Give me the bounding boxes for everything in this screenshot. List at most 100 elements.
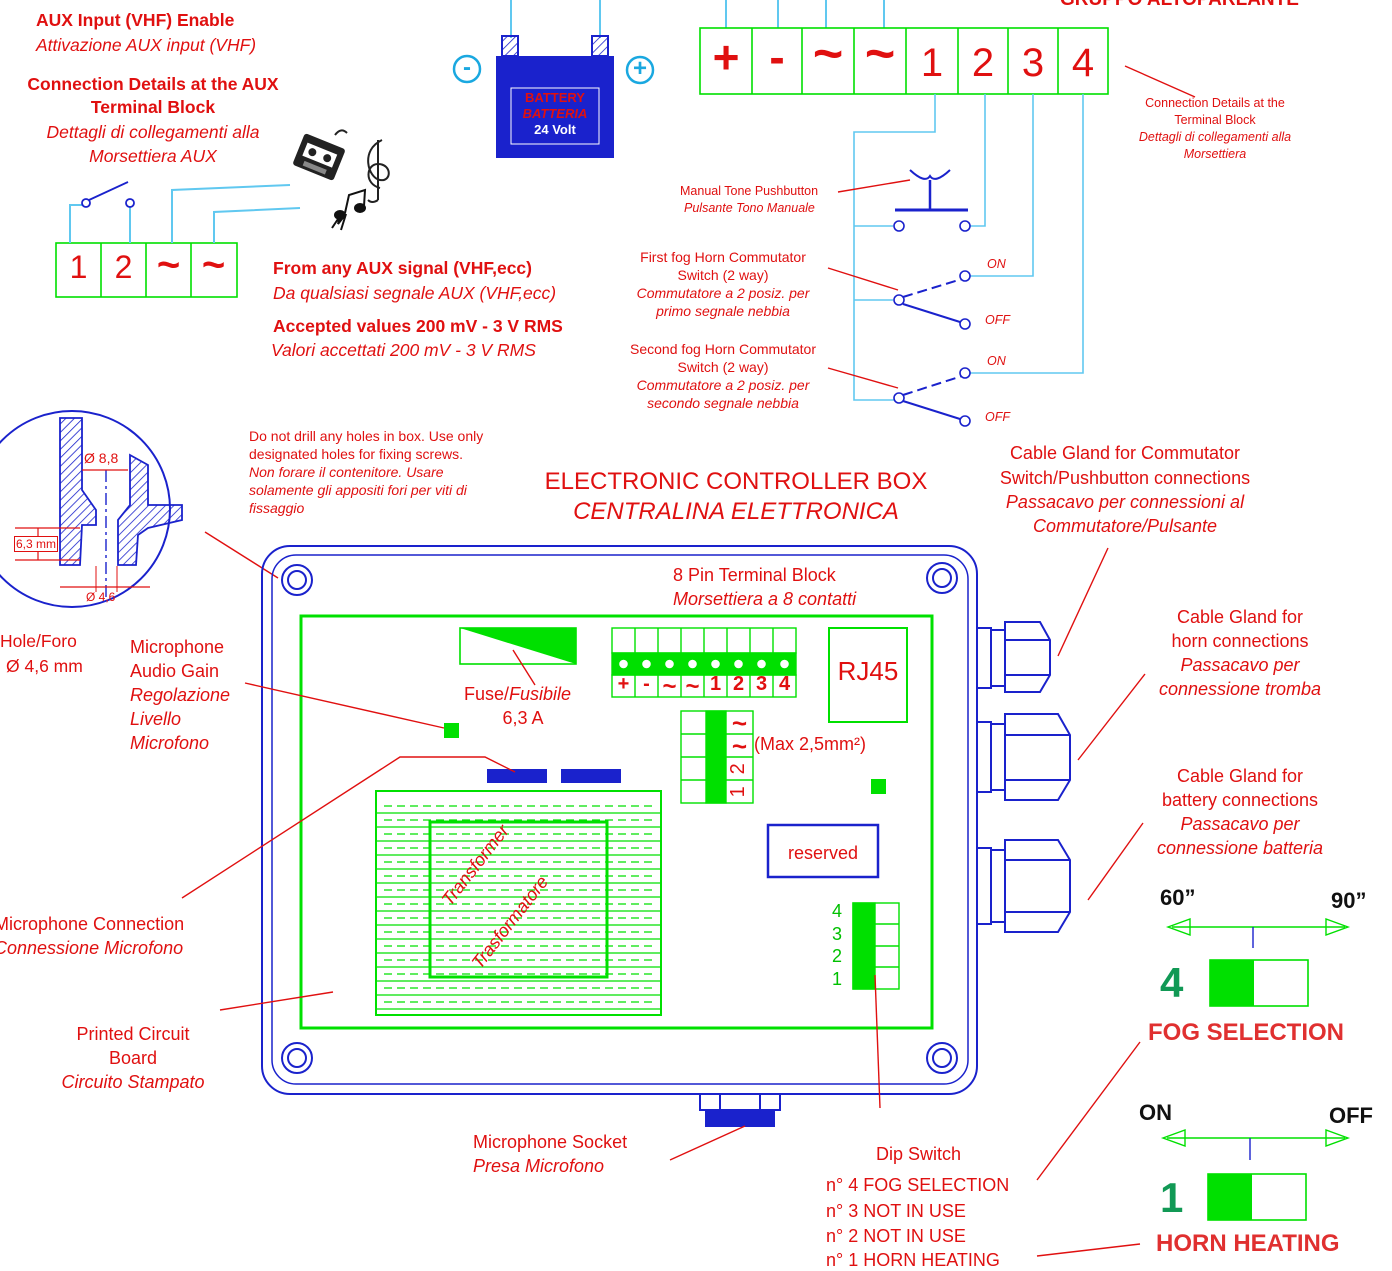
aux-details-title-1: Connection Details at the AUX bbox=[27, 74, 279, 94]
gland-commutator-1: Cable Gland for Commutator bbox=[1009, 443, 1241, 463]
first-commutator-1: First fog Horn Commutator bbox=[640, 249, 806, 265]
controller-box-enclosure bbox=[261, 545, 978, 1095]
commutator-1-on: ON bbox=[987, 257, 1006, 271]
cable-gland-battery bbox=[976, 839, 1071, 933]
aux-terminal-4: ~ bbox=[201, 243, 226, 287]
pcb-terminal-label: ~ bbox=[685, 673, 700, 700]
box-subtitle: CENTRALINA ELETTRONICA bbox=[573, 498, 899, 525]
hole-size-label: Ø 4,6 mm bbox=[6, 656, 83, 676]
speaker-terminal-ac1: ~ bbox=[812, 25, 844, 83]
music-notes-icon bbox=[331, 188, 367, 231]
fog-right-label: 90” bbox=[1331, 888, 1367, 913]
aux-terminal-2: 2 bbox=[114, 249, 133, 285]
aux-details-subtitle-1: Dettagli di collegamenti alla bbox=[46, 122, 260, 142]
dip-list-3: n° 3 NOT IN USE bbox=[826, 1201, 966, 1221]
audio-device-icon bbox=[293, 129, 348, 181]
dip-list-1: n° 1 HORN HEATING bbox=[826, 1250, 1000, 1270]
box-title: ELECTRONIC CONTROLLER BOX bbox=[544, 468, 928, 495]
pcb-aux-terminal-1: 1 bbox=[727, 786, 750, 798]
commutator-2-off: OFF bbox=[985, 410, 1010, 424]
aux-terminal-1: 1 bbox=[69, 249, 88, 285]
gland-battery-3: Passacavo per bbox=[1180, 814, 1300, 834]
cable-gland-horn bbox=[976, 713, 1071, 801]
switch-leaders bbox=[827, 65, 1196, 389]
first-commutator-3: Commutatore a 2 posiz. per bbox=[636, 285, 810, 301]
aux-wires bbox=[69, 184, 301, 243]
battery-icon bbox=[452, 35, 655, 158]
speaker-terminal-plus: + bbox=[712, 31, 740, 83]
terminal-block-label-it: Morsettiera a 8 contatti bbox=[673, 589, 857, 609]
pcb-terminal-label: 3 bbox=[755, 673, 768, 695]
gland-commutator-2: Switch/Pushbutton connections bbox=[999, 468, 1251, 488]
reserved-label: reserved bbox=[787, 843, 859, 863]
pcb-terminal-screw bbox=[617, 658, 630, 670]
aux-enable-title: AUX Input (VHF) Enable bbox=[36, 10, 235, 30]
pcb-label-2: Board bbox=[108, 1048, 158, 1068]
manual-tone-label: Manual Tone Pushbutton bbox=[680, 184, 819, 198]
battery-label: BATTERY bbox=[525, 90, 585, 105]
second-commutator-2: Switch (2 way) bbox=[677, 359, 769, 375]
speaker-terminal-4: 4 bbox=[1071, 41, 1095, 85]
controller-leaders bbox=[181, 547, 1146, 1257]
manual-tone-label-it: Pulsante Tono Manuale bbox=[684, 201, 815, 215]
speaker-details-4: Morsettiera bbox=[1183, 147, 1247, 161]
speaker-details-1: Connection Details at the bbox=[1145, 96, 1285, 110]
hole-outer-diameter: Ø 8,8 bbox=[84, 450, 119, 466]
transformer bbox=[375, 790, 662, 1016]
pcb-terminal-label: 1 bbox=[709, 673, 722, 695]
battery-wires bbox=[510, 0, 601, 38]
gland-battery-2: battery connections bbox=[1161, 790, 1319, 810]
gland-commutator-4: Commutatore/Pulsante bbox=[1032, 516, 1218, 536]
aux-details-title-2: Terminal Block bbox=[90, 97, 216, 117]
reserved-box bbox=[766, 823, 880, 879]
hole-leader bbox=[204, 531, 279, 579]
speaker-details-3: Dettagli di collegamenti alla bbox=[1138, 130, 1292, 144]
warning-5: fissaggio bbox=[249, 500, 305, 516]
battery-voltage: 24 Volt bbox=[534, 122, 576, 137]
gland-horn-3: Passacavo per bbox=[1180, 655, 1300, 675]
mic-gain-trimmer bbox=[444, 723, 459, 738]
speaker-group-header: GRUPPO ALTOPARLANTE bbox=[1060, 0, 1299, 11]
commutator-2-icon bbox=[893, 367, 971, 427]
aux-values-title: Accepted values 200 mV - 3 V RMS bbox=[273, 316, 563, 336]
battery-minus-icon: - bbox=[463, 54, 471, 81]
battery-plus-icon: + bbox=[632, 55, 647, 82]
mic-socket-label: Microphone Socket bbox=[473, 1132, 628, 1152]
warning-4: solamente gli appositi fori per viti di bbox=[249, 482, 467, 498]
speaker-terminal-3: 3 bbox=[1021, 41, 1045, 85]
max-wire-label: (Max 2,5mm²) bbox=[754, 734, 866, 754]
commutator-1-off: OFF bbox=[985, 313, 1010, 327]
second-commutator-1: Second fog Horn Commutator bbox=[630, 341, 816, 357]
fog-left-label: 60” bbox=[1160, 885, 1196, 910]
gland-commutator-3: Passacavo per connessioni al bbox=[1005, 492, 1245, 512]
treble-clef-icon bbox=[367, 139, 390, 203]
mic-gain-label-5: Microfono bbox=[130, 733, 210, 753]
pcb-terminal-screw bbox=[755, 658, 768, 670]
dip-number-3: 3 bbox=[832, 924, 843, 944]
rj45-label: RJ45 bbox=[837, 656, 899, 686]
heating-dip-number: 1 bbox=[1160, 1174, 1184, 1221]
second-commutator-3: Commutatore a 2 posiz. per bbox=[636, 377, 810, 393]
gland-battery-4: connessione batteria bbox=[1156, 838, 1324, 858]
speaker-wires bbox=[725, 0, 885, 28]
first-commutator-2: Switch (2 way) bbox=[677, 267, 769, 283]
pcb-outline bbox=[299, 614, 934, 1030]
heating-off-label: OFF bbox=[1329, 1103, 1373, 1128]
hole-detail bbox=[0, 410, 183, 608]
fog-selection-switch bbox=[1165, 918, 1351, 1007]
microphone-socket-icon bbox=[699, 1093, 781, 1127]
aux-signal-subtitle: Da qualsiasi segnale AUX (VHF,ecc) bbox=[273, 283, 557, 303]
mic-socket-label-it: Presa Microfono bbox=[473, 1156, 605, 1176]
fuse-label: Fuse/Fusibile bbox=[464, 684, 572, 704]
pcb-label-3: Circuito Stampato bbox=[61, 1072, 205, 1092]
pcb-terminal-label: ~ bbox=[662, 673, 677, 700]
horn-heating-switch bbox=[1160, 1129, 1351, 1221]
cable-gland-commutator bbox=[976, 621, 1051, 693]
aux-enable-switch-icon bbox=[81, 181, 135, 208]
speaker-terminal-block bbox=[699, 27, 1109, 95]
pcb-led bbox=[871, 779, 886, 794]
rj45-socket bbox=[828, 627, 908, 723]
pcb-terminal-label: 2 bbox=[732, 673, 745, 695]
